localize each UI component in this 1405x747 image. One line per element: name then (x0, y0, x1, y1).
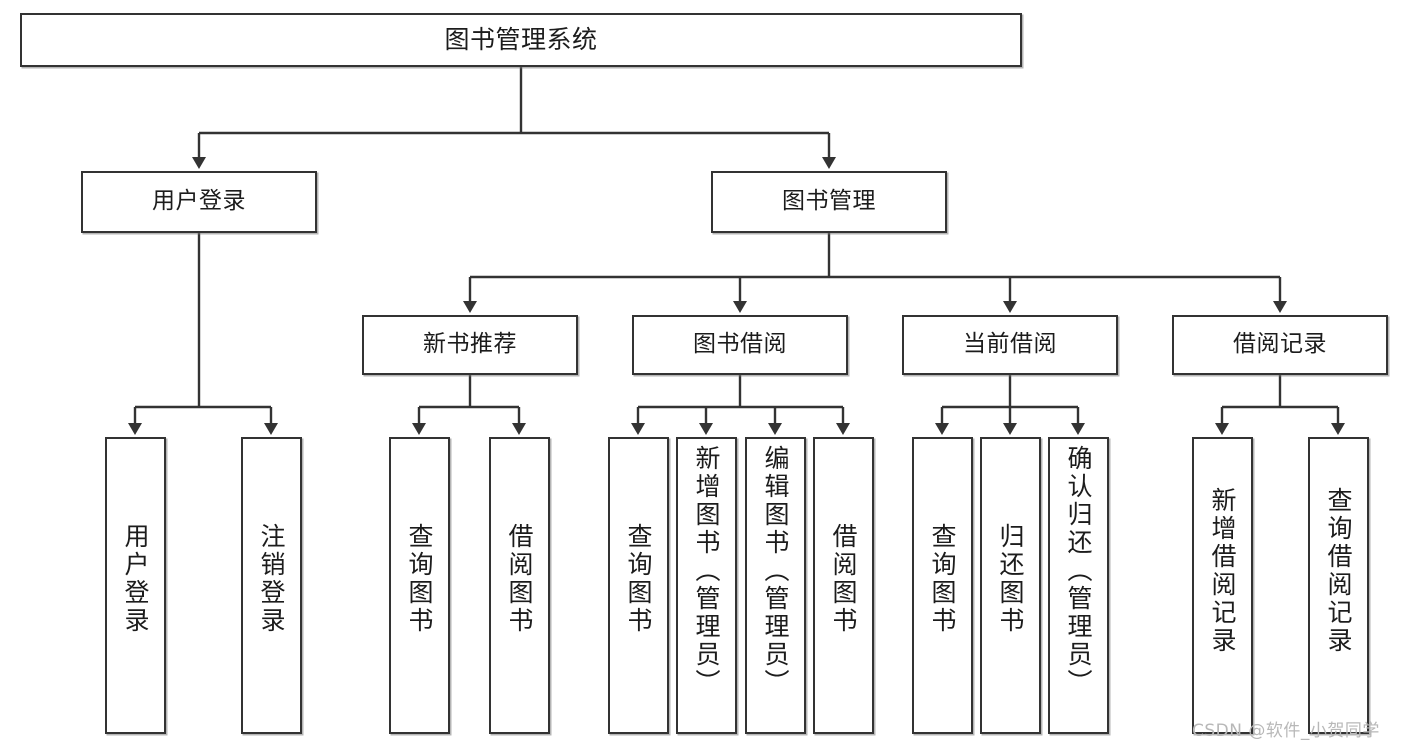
node-new-book-rec[interactable]: 新书推荐 (362, 315, 578, 375)
node-new-book-rec-label: 新书推荐 (423, 331, 517, 358)
node-book-manage[interactable]: 图书管理 (711, 171, 947, 233)
node-root-label: 图书管理系统 (444, 25, 598, 54)
csdn-watermark: CSDN @软件_小贺同学 (1192, 721, 1380, 741)
node-leaf-cur-return[interactable]: 归还图书 (980, 437, 1041, 734)
node-leaf-borrow-lend-label: 借阅图书 (829, 523, 858, 635)
node-borrow-log-label: 借阅记录 (1233, 331, 1327, 358)
node-leaf-user-login-label: 用户登录 (121, 523, 150, 635)
node-root[interactable]: 图书管理系统 (20, 13, 1022, 67)
node-book-manage-label: 图书管理 (782, 188, 876, 215)
node-leaf-user-login[interactable]: 用户登录 (105, 437, 166, 734)
node-user-login[interactable]: 用户登录 (81, 171, 317, 233)
node-current-borrow[interactable]: 当前借阅 (902, 315, 1118, 375)
node-leaf-cur-confirm[interactable]: 确认归还（管理员） (1048, 437, 1109, 734)
node-book-borrow-label: 图书借阅 (693, 331, 787, 358)
node-leaf-rec-borrow[interactable]: 借阅图书 (489, 437, 550, 734)
node-leaf-borrow-add[interactable]: 新增图书（管理员） (676, 437, 737, 734)
node-leaf-log-query[interactable]: 查询借阅记录 (1308, 437, 1369, 734)
node-leaf-log-add[interactable]: 新增借阅记录 (1192, 437, 1253, 734)
node-leaf-cur-return-label: 归还图书 (996, 523, 1025, 635)
node-leaf-cur-query[interactable]: 查询图书 (912, 437, 973, 734)
node-leaf-user-logout[interactable]: 注销登录 (241, 437, 302, 734)
node-leaf-log-add-label: 新增借阅记录 (1208, 487, 1237, 655)
node-leaf-borrow-query-label: 查询图书 (624, 523, 653, 635)
node-leaf-borrow-edit[interactable]: 编辑图书（管理员） (745, 437, 806, 734)
node-leaf-rec-borrow-label: 借阅图书 (505, 523, 534, 635)
node-leaf-borrow-add-label: 新增图书（管理员） (692, 445, 721, 697)
node-borrow-log[interactable]: 借阅记录 (1172, 315, 1388, 375)
node-leaf-rec-query-label: 查询图书 (405, 523, 434, 635)
node-leaf-cur-confirm-label: 确认归还（管理员） (1064, 445, 1093, 697)
node-leaf-borrow-edit-label: 编辑图书（管理员） (761, 445, 790, 697)
node-book-borrow[interactable]: 图书借阅 (632, 315, 848, 375)
node-user-login-label: 用户登录 (152, 188, 246, 215)
node-leaf-borrow-query[interactable]: 查询图书 (608, 437, 669, 734)
node-leaf-cur-query-label: 查询图书 (928, 523, 957, 635)
node-current-borrow-label: 当前借阅 (963, 331, 1057, 358)
node-leaf-user-logout-label: 注销登录 (257, 523, 286, 635)
node-leaf-rec-query[interactable]: 查询图书 (389, 437, 450, 734)
node-leaf-log-query-label: 查询借阅记录 (1324, 487, 1353, 655)
node-leaf-borrow-lend[interactable]: 借阅图书 (813, 437, 874, 734)
